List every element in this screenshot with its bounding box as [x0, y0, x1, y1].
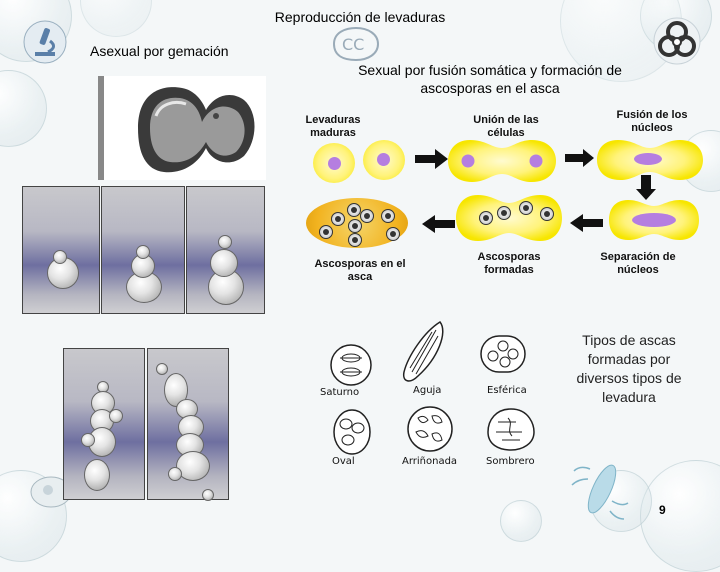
ascus-label-esferica: Esférica: [487, 385, 527, 396]
ascus-label-oval: Oval: [332, 456, 355, 467]
formed-ascospores-diagram: [456, 195, 562, 241]
arrow-down-icon: [636, 175, 656, 200]
asexual-heading: Asexual por gemación: [90, 43, 229, 59]
microscope-icon: [23, 20, 67, 64]
cell-icon: [30, 476, 72, 508]
ascospore: [519, 201, 533, 215]
ascospore: [497, 206, 511, 220]
background-bubble: [500, 500, 542, 542]
ascospore: [347, 203, 361, 217]
ascospore: [360, 209, 374, 223]
ascus-oval-drawing: [333, 409, 371, 455]
arrow-left-icon: [570, 214, 603, 232]
ascospore: [319, 225, 333, 239]
nuclear-fusion-diagram: [597, 140, 703, 180]
ascospore: [540, 207, 554, 221]
stage-label-fusion: Fusión de los núcleos: [616, 109, 688, 134]
virus-icon: CC: [332, 26, 380, 62]
sexual-heading: Sexual por fusión somática y formación d…: [358, 62, 622, 96]
background-bubble: [0, 70, 47, 147]
mature-yeast-cell: [313, 143, 355, 183]
budding-panel: [101, 186, 185, 314]
biohazard-icon: [653, 17, 701, 65]
stage-label-mature: Levaduras maduras: [305, 114, 361, 139]
ascus-arrinonada-drawing: [407, 406, 453, 452]
ascus-esferica-drawing: [480, 335, 526, 373]
stage-label-in-ascus: Ascosporas en el asca: [314, 258, 406, 283]
ascospore: [386, 227, 400, 241]
ascus-label-sombrero: Sombrero: [486, 456, 535, 467]
budding-micrograph: [98, 76, 266, 180]
ascospore: [381, 209, 395, 223]
ascus-sombrero-drawing: [487, 408, 535, 451]
bacteria-icon: [571, 464, 629, 520]
budding-panel: [63, 348, 145, 500]
mature-yeast-cell: [363, 140, 405, 180]
stage-label-union: Unión de las células: [473, 114, 539, 139]
ascus-aguja-drawing: [402, 321, 444, 382]
ascospore: [348, 219, 362, 233]
stage-label-separation: Separación de núcleos: [600, 251, 676, 276]
stage-label-formed: Ascosporas formadas: [477, 251, 541, 276]
arrow-left-icon: [422, 215, 455, 233]
background-bubble: [640, 460, 720, 572]
ascospore: [348, 233, 362, 247]
ascus-types-note: Tipos de ascas formadas por diversos tip…: [576, 332, 682, 405]
budding-panel: [186, 186, 265, 314]
ascospore: [331, 212, 345, 226]
arrow-right-icon: [415, 149, 448, 169]
arrow-right-icon: [565, 149, 594, 167]
ascus-saturno-drawing: [330, 344, 372, 386]
ascus-label-arrinonada: Arriñonada: [402, 456, 458, 467]
ascus-label-saturno: Saturno: [320, 387, 360, 398]
ascus-label-aguja: Aguja: [413, 385, 442, 396]
nuclear-separation-diagram: [609, 200, 699, 240]
budding-panel: [147, 348, 229, 501]
page-number: 9: [659, 503, 666, 517]
svg-text:CC: CC: [342, 35, 364, 54]
ascospore: [479, 211, 493, 225]
cell-union-diagram: [448, 140, 556, 182]
budding-panel: [22, 186, 100, 314]
slide-title: Reproducción de levaduras: [274, 9, 446, 25]
